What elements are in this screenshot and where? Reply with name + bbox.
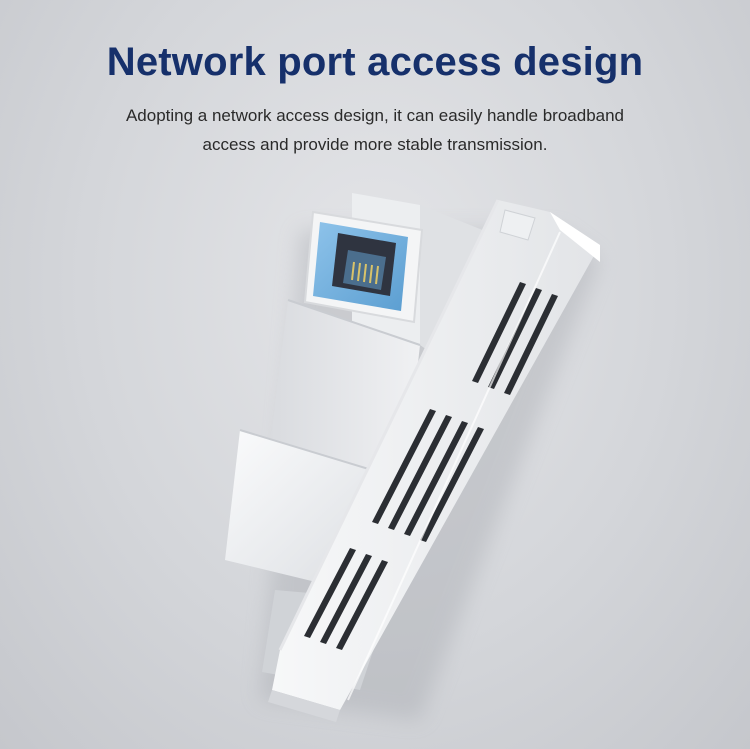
page-title: Network port access design — [106, 40, 644, 84]
vent-slots — [304, 282, 558, 650]
description-line-2: access and provide more stable transmiss… — [202, 135, 548, 154]
description: Adopting a network access design, it can… — [60, 101, 690, 159]
ethernet-port — [303, 210, 424, 324]
description-line-1: Adopting a network access design, it can… — [125, 106, 625, 125]
